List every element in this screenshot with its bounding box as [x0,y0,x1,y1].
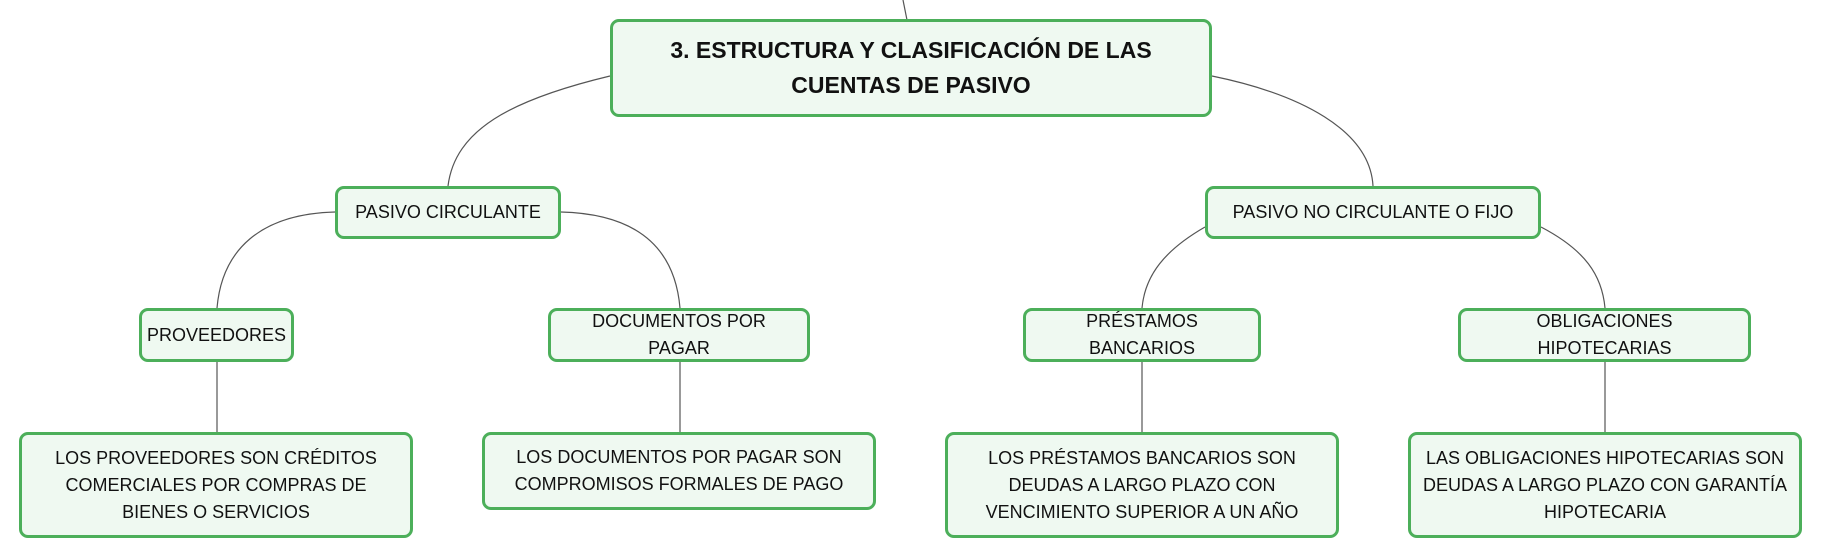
detail-documentos-por-pagar-text: LOS DOCUMENTOS POR PAGAR SON COMPROMISOS… [514,447,844,494]
root-node[interactable]: 3. ESTRUCTURA Y CLASIFICACIÓN DE LAS CUE… [610,19,1212,117]
node-proveedores[interactable]: PROVEEDORES [139,308,294,362]
detail-obligaciones-hipotecarias-text: LAS OBLIGACIONES HIPOTECARIAS SON DEUDAS… [1422,447,1788,522]
edge-root-to-pasivo-no-circulante [1211,75,1374,187]
edge-pasivo-circulante-to-proveedores [216,211,336,309]
node-documentos-por-pagar-label: DOCUMENTOS POR PAGAR [592,311,766,358]
node-pasivo-circulante[interactable]: PASIVO CIRCULANTE [335,186,561,239]
edge-pasivo-no-circulante-to-obligaciones [1540,226,1606,309]
node-proveedores-label: PROVEEDORES [146,324,287,345]
root-node-label: 3. ESTRUCTURA Y CLASIFICACIÓN DE LAS CUE… [670,37,1152,98]
detail-proveedores[interactable]: LOS PROVEEDORES SON CRÉDITOS COMERCIALES… [19,432,413,538]
node-obligaciones-hipotecarias-label: OBLIGACIONES HIPOTECARIAS [1536,311,1673,358]
edge-root-to-pasivo-circulante [447,75,611,187]
node-pasivo-no-circulante[interactable]: PASIVO NO CIRCULANTE O FIJO [1205,186,1541,239]
node-obligaciones-hipotecarias[interactable]: OBLIGACIONES HIPOTECARIAS [1458,308,1751,362]
detail-prestamos-bancarios-text: LOS PRÉSTAMOS BANCARIOS SON DEUDAS A LAR… [985,447,1299,522]
detail-obligaciones-hipotecarias[interactable]: LAS OBLIGACIONES HIPOTECARIAS SON DEUDAS… [1408,432,1802,538]
detail-documentos-por-pagar[interactable]: LOS DOCUMENTOS POR PAGAR SON COMPROMISOS… [482,432,876,510]
node-prestamos-bancarios-label: PRÉSTAMOS BANCARIOS [1086,311,1198,358]
edge-top-incoming [902,0,908,21]
node-documentos-por-pagar[interactable]: DOCUMENTOS POR PAGAR [548,308,810,362]
node-prestamos-bancarios[interactable]: PRÉSTAMOS BANCARIOS [1023,308,1261,362]
node-pasivo-circulante-label: PASIVO CIRCULANTE [355,202,541,222]
detail-proveedores-text: LOS PROVEEDORES SON CRÉDITOS COMERCIALES… [55,447,377,522]
node-pasivo-no-circulante-label: PASIVO NO CIRCULANTE O FIJO [1232,202,1514,222]
edge-pasivo-no-circulante-to-prestamos [1141,226,1206,309]
edge-pasivo-circulante-to-documentos [560,211,681,309]
detail-prestamos-bancarios[interactable]: LOS PRÉSTAMOS BANCARIOS SON DEUDAS A LAR… [945,432,1339,538]
